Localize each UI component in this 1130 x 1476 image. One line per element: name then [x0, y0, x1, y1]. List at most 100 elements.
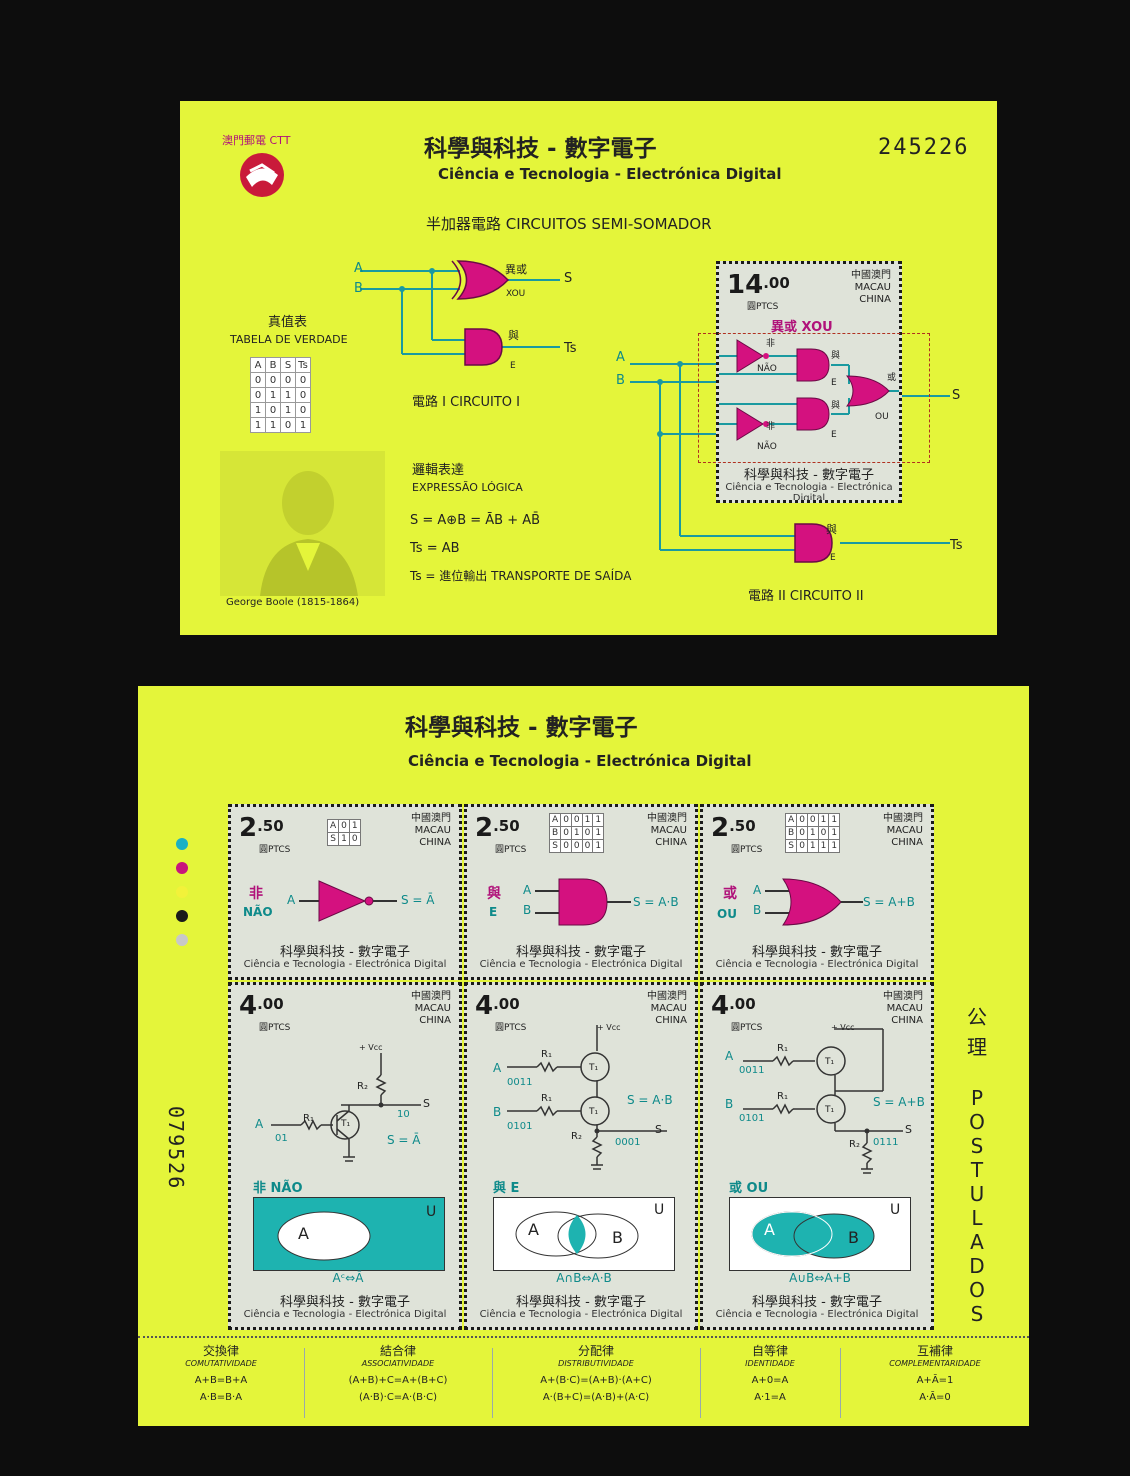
ctt-logo-icon	[240, 153, 284, 197]
truth-header-s: S	[280, 357, 296, 373]
color-dot-grey	[176, 934, 188, 946]
circuit-one-diagram	[360, 260, 560, 366]
stamp-value-int: 4	[711, 991, 730, 1021]
stamp-value-int: 4	[239, 991, 258, 1021]
circuit2-label-s: S	[952, 388, 961, 403]
truth-header-b: B	[265, 357, 281, 373]
mini-cell: S	[784, 839, 798, 853]
and-gate-label-pt: E	[510, 361, 516, 371]
top-title-zh: 科學與科技 - 數字電子	[424, 136, 657, 162]
stamp-foot-zh: 科學與科技 - 數字電子	[516, 1295, 646, 1310]
stamp-country-china: CHINA	[655, 1015, 687, 1026]
side-label-zh: 公理	[967, 1005, 987, 1059]
stamp-foot-pt: Ciência e Tecnologia - Electrónica Digit…	[479, 959, 683, 970]
stamp-or-zh: 或	[887, 373, 897, 383]
stamp-or-pt: OU	[875, 412, 889, 422]
mini-cell: 1	[348, 819, 361, 833]
circuit-one-caption: 電路 I CIRCUITO I	[412, 395, 520, 410]
venn-or-icon	[751, 1211, 875, 1259]
mini-cell: B	[784, 826, 798, 840]
law-distributivity: 分配律 DISTRIBUTIVIDADE A+(B·C)=(A+B)·(A+C)…	[493, 1342, 699, 1426]
truth-table-title-pt: TABELA DE VERDADE	[230, 333, 348, 346]
stamp-not2-pt: NÃO	[757, 442, 777, 452]
circuit2-label-a: A	[616, 350, 625, 365]
stamp-value-int: 2	[475, 813, 494, 843]
stamp-country: 中國澳門 MACAU CHINA	[851, 270, 891, 306]
mini-cell: 1	[806, 826, 819, 840]
or-transistor-circuit-icon	[743, 1028, 903, 1174]
stamp-country-china: CHINA	[859, 294, 891, 305]
law-title-zh: 分配律	[577, 1344, 614, 1358]
stamp-value-cents: .50	[729, 817, 756, 835]
venn-universe: U	[426, 1204, 437, 1220]
venn-set-b: B	[848, 1228, 859, 1247]
set-label: 或 OU	[729, 1181, 769, 1196]
bottom-title-pt: Ciência e Tecnologia - Electrónica Digit…	[408, 752, 752, 770]
input-a-bits: 0011	[739, 1065, 765, 1076]
bottom-serial-number: 079526	[164, 1106, 188, 1191]
stamp-gate-label: 異或 XOU	[771, 320, 833, 335]
logic-expression-title-zh: 邏輯表達	[412, 463, 465, 478]
gate-expression: S = A+B	[863, 895, 915, 909]
mini-cell: 0	[806, 813, 819, 827]
input-a-bits: 01	[275, 1133, 288, 1144]
input-b-label: B	[725, 1097, 734, 1111]
mini-cell: 1	[570, 826, 583, 840]
xor-internal-circuit-icon	[719, 339, 899, 441]
stamp-currency: 圓PTCS	[731, 1023, 763, 1033]
mini-cell: 1	[806, 839, 819, 853]
transistor-expression: S = Ā	[387, 1133, 421, 1147]
logic-expression-3: Ts = 進位輸出 TRANSPORTE DE SAÍDA	[410, 569, 632, 583]
truth-cell: 0	[265, 402, 281, 418]
output-s-label: S	[905, 1123, 912, 1136]
top-serial-number: 245226	[878, 135, 970, 160]
t1-label: T₁	[825, 1057, 835, 1067]
mini-cell: A	[784, 813, 798, 827]
stamp-currency: 圓PTCS	[495, 845, 527, 855]
truth-cell: 1	[295, 417, 311, 433]
truth-cell: 1	[280, 402, 296, 418]
law-complementarity: 互補律 COMPLEMENTARIDADE A+Ā=1 A·Ā=0	[841, 1342, 1029, 1426]
mini-cell: 1	[592, 826, 605, 840]
venn-or-diagram: A B U	[729, 1197, 911, 1271]
stamp-country-macau: MACAU	[650, 825, 687, 836]
input-b-bits: 0101	[739, 1113, 765, 1124]
r1-label: R₁	[303, 1113, 314, 1124]
stamp-foot-pt: Ciência e Tecnologia - Electrónica Digit…	[715, 959, 919, 970]
mini-cell: 0	[796, 826, 808, 840]
stamp-foot-pt: Ciência e Tecnologia - Electrónica Digit…	[243, 959, 447, 970]
stamp-foot-zh: 科學與科技 - 數字電子	[744, 468, 874, 483]
law-formula: A·B=B·A	[199, 1392, 243, 1403]
truth-header-a: A	[250, 357, 266, 373]
stamp-country-macau: MACAU	[886, 825, 923, 836]
stamp-country-china: CHINA	[891, 1015, 923, 1026]
law-formula: A+(B·C)=(A+B)·(A+C)	[540, 1375, 652, 1386]
stamp-country-zh: 中國澳門	[647, 991, 687, 1002]
stamp-foot-pt: Ciência e Tecnologia - Electrónica Digit…	[479, 1309, 683, 1320]
venn-and-icon	[515, 1211, 639, 1259]
stamp-and2-pt: E	[831, 430, 837, 440]
mini-cell: 0	[581, 826, 594, 840]
side-label-pt: POSTULADOS	[969, 1086, 985, 1326]
venn-not-diagram: A U	[253, 1197, 445, 1271]
stamp-country-zh: 中國澳門	[883, 813, 923, 824]
stamp-country-macau: MACAU	[414, 1003, 451, 1014]
law-associativity: 結合律 ASSOCIATIVIDADE (A+B)+C=A+(B+C) (A·B…	[305, 1342, 491, 1426]
truth-cell: 0	[280, 417, 296, 433]
color-dot-black	[176, 910, 188, 922]
law-formula: (A+B)+C=A+(B+C)	[348, 1375, 448, 1386]
law-separator	[492, 1348, 493, 1418]
law-separator	[304, 1348, 305, 1418]
venn-set-a: A	[764, 1220, 775, 1239]
mini-cell: A	[548, 813, 562, 827]
stamp-country-zh: 中國澳門	[411, 991, 451, 1002]
set-expression: A∪B⇔A+B	[789, 1271, 851, 1285]
xor-gate-label-zh: 異或	[505, 263, 527, 276]
t1-label: T₁	[589, 1063, 599, 1073]
gate-input-a: A	[287, 893, 296, 907]
law-formula: A+0=A	[751, 1375, 789, 1386]
law-formula: A·Ā=0	[919, 1392, 951, 1403]
